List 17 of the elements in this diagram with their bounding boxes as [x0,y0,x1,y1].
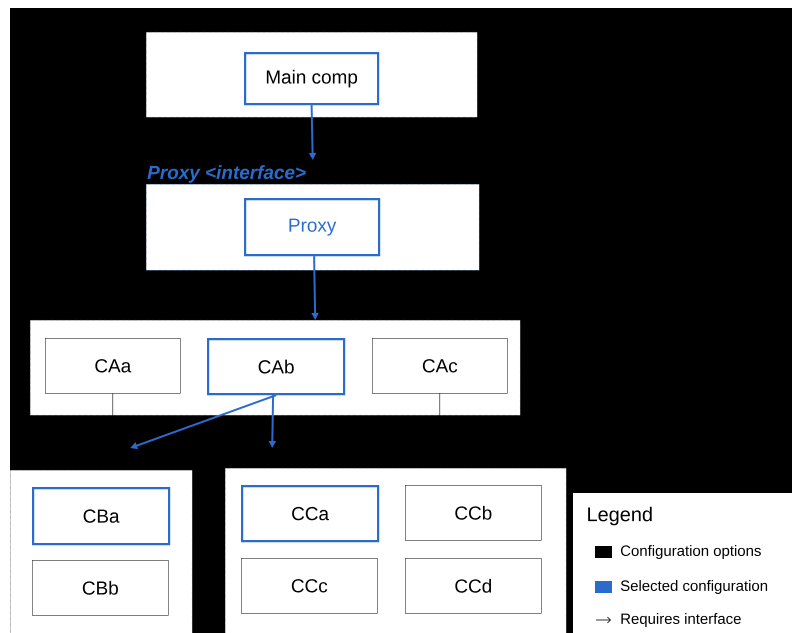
legend-text: Configuration options [620,545,761,559]
component-box: CCc [241,558,378,614]
component-box: CCd [405,558,542,614]
component-box: CBb [32,560,169,616]
component-box: CAc [372,338,508,394]
connector-line [112,393,114,416]
component-box: CAa [45,338,181,394]
component-box: CCb [405,485,542,541]
legend-text: Requires interface [621,613,741,627]
component-box: CAb [207,338,346,396]
legend-text: Selected configuration [620,580,768,594]
component-box: CCa [241,485,380,542]
component-box: Main comp [244,52,380,106]
component-box: CBa [32,487,170,546]
component-box: Proxy [244,198,380,256]
group-heading: Proxy <interface> [148,165,306,183]
legend-title: Legend [588,506,652,526]
